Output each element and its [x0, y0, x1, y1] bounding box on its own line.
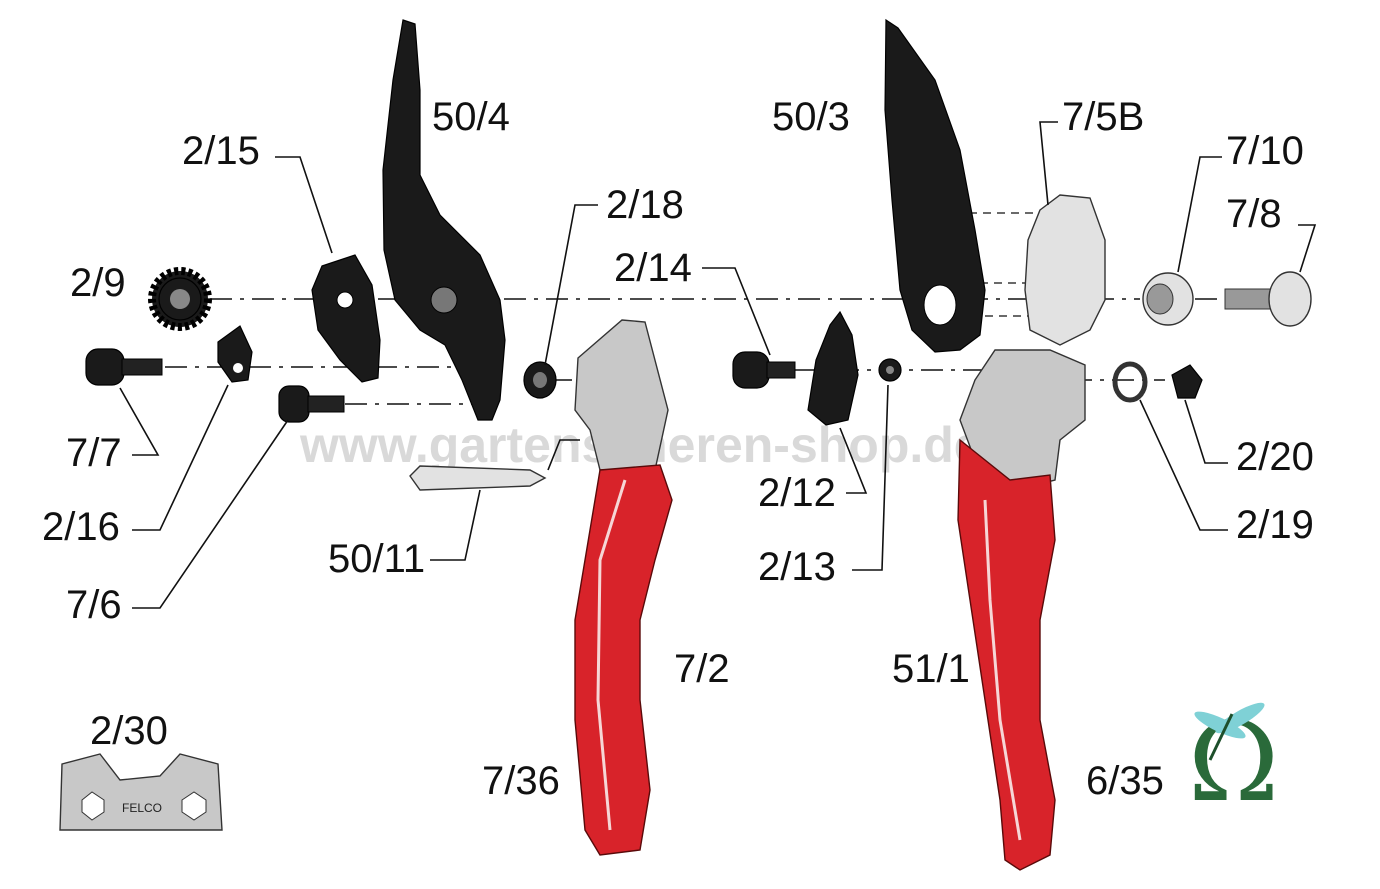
- part-labels: 50/4 50/3 7/5B 2/15 7/10 2/18 7/8 2/9 2/…: [42, 95, 1314, 803]
- part-2-18-nut: [523, 361, 557, 399]
- part-2-13-washer: [878, 358, 902, 382]
- label-2-13: 2/13: [758, 545, 836, 589]
- label-7-7: 7/7: [66, 431, 122, 475]
- part-2-12-lever: [807, 310, 859, 426]
- part-7-10-bushing: [1142, 272, 1194, 326]
- label-2-19: 2/19: [1236, 503, 1314, 547]
- part-7-7-bolt: [85, 348, 163, 386]
- leader-lines: [119, 121, 1317, 609]
- part-7-6-bolt: [278, 385, 345, 423]
- label-2-16: 2/16: [42, 505, 120, 549]
- label-2-30: 2/30: [90, 709, 168, 753]
- part-50-4-blade: [382, 19, 506, 421]
- omega-dragonfly-logo: Ω: [1188, 698, 1279, 826]
- label-7-6: 7/6: [66, 583, 122, 627]
- part-2-30-wrench: FELCO: [59, 753, 223, 831]
- part-50-3-blade: [884, 18, 986, 353]
- part-7-2-handle: [574, 319, 673, 856]
- label-51-1: 51/1: [892, 647, 970, 691]
- part-51-1-handle: [957, 349, 1086, 871]
- label-7-10: 7/10: [1226, 129, 1304, 173]
- part-2-15-plate: [311, 254, 381, 383]
- label-50-3: 50/3: [772, 95, 850, 139]
- label-6-35: 6/35: [1086, 759, 1164, 803]
- label-7-8: 7/8: [1226, 192, 1282, 236]
- part-2-9-gear: [148, 267, 212, 331]
- label-7-2: 7/2: [674, 647, 730, 691]
- label-7-5B: 7/5B: [1062, 95, 1144, 139]
- label-2-12: 2/12: [758, 471, 836, 515]
- part-2-19-ring: [1112, 361, 1148, 403]
- label-2-15: 2/15: [182, 129, 260, 173]
- label-2-20: 2/20: [1236, 435, 1314, 479]
- part-50-11-spring: [409, 465, 547, 491]
- part-7-5B-anvil: [1024, 194, 1106, 346]
- part-2-14-bolt: [732, 351, 796, 389]
- label-7-36: 7/36: [482, 759, 560, 803]
- part-2-16-ratchet: [217, 325, 253, 383]
- label-2-18: 2/18: [606, 183, 684, 227]
- label-2-14: 2/14: [614, 246, 692, 290]
- label-2-9: 2/9: [70, 261, 126, 305]
- part-7-8-bolt: [1224, 271, 1312, 327]
- label-50-11: 50/11: [328, 537, 425, 581]
- part-2-20-cap: [1171, 364, 1203, 399]
- felco-engraving: FELCO: [122, 801, 162, 815]
- label-50-4: 50/4: [432, 95, 510, 139]
